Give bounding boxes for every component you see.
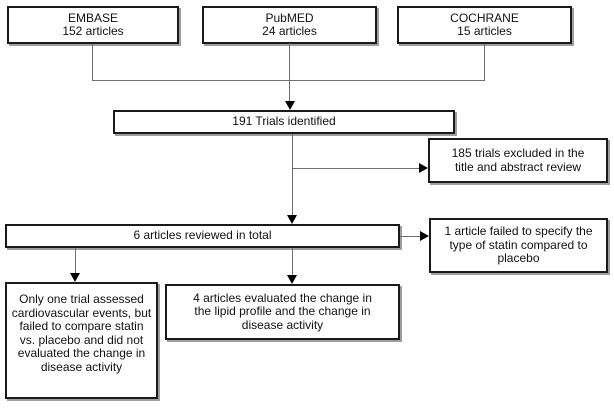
node-trials-identified: 191 Trials identified xyxy=(113,110,455,134)
connector-reviewed-to-failed xyxy=(400,236,420,237)
arrowhead-into-reviewed xyxy=(287,215,297,224)
connector-reviewed-to-cardio xyxy=(75,248,76,274)
node-failed-specify-statin: 1 article failed to specify the type of … xyxy=(429,218,608,273)
node-lipid-profile: 4 articles evaluated the change in the l… xyxy=(165,284,400,340)
connector-bracket xyxy=(92,80,485,81)
connector-branch-excluded xyxy=(292,168,420,169)
connector-reviewed-to-lipid xyxy=(292,248,293,276)
arrowhead-into-cardio xyxy=(70,273,80,282)
connector-pubmed-drop xyxy=(289,43,290,102)
node-articles-reviewed: 6 articles reviewed in total xyxy=(5,224,400,248)
arrowhead-into-failed xyxy=(420,231,429,241)
connector-cochrane-drop xyxy=(484,44,485,81)
arrowhead-into-identified xyxy=(285,101,295,110)
node-excluded-title-abstract: 185 trials excluded in the title and abs… xyxy=(428,138,608,183)
node-cardiovascular-trial: Only one trial assessed cardiovascular e… xyxy=(5,282,158,399)
node-embase: EMBASE 152 articles xyxy=(7,6,179,44)
connector-identified-to-reviewed xyxy=(292,134,293,216)
arrowhead-into-excluded xyxy=(419,163,428,173)
node-pubmed: PubMED 24 articles xyxy=(202,6,377,44)
arrowhead-into-lipid xyxy=(287,275,297,284)
connector-embase-drop xyxy=(92,44,93,81)
node-cochrane: COCHRANE 15 articles xyxy=(397,6,572,44)
